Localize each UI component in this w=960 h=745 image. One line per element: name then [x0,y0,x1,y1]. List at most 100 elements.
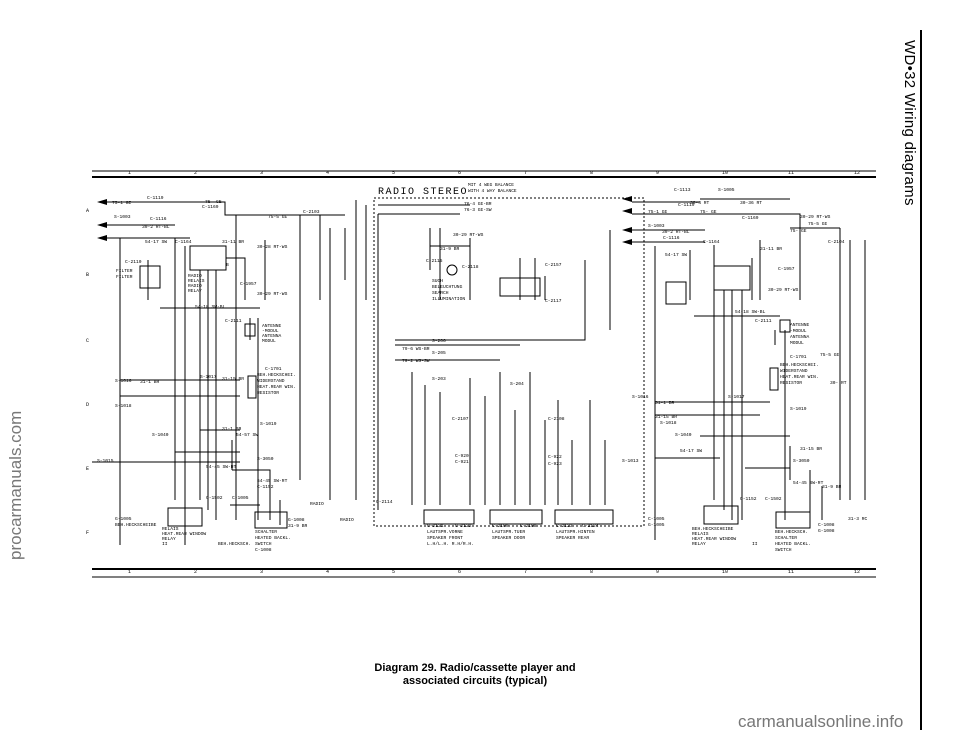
wire-label: SUCH [432,278,443,284]
grid-column-label: 4 [326,569,329,575]
speaker-door [489,509,543,525]
wire-label: HEATED BACKL. [255,535,291,541]
wire-label: S-1016 [632,394,649,400]
grid-column-label: 11 [788,170,794,176]
wire-label: SWITCH [775,547,792,553]
grid-column-label: 3 [260,569,263,575]
wire-label: C-2117 [545,298,562,304]
wire-label: C-2157 [545,262,562,268]
wire-label: S-1018 [660,420,677,426]
watermark-bottom: carmanualsonline.info [738,712,904,731]
grid-column-label: 4 [326,170,329,176]
wire-label: 54-18 SW-BL [195,304,226,310]
wire-label: C-2108 [520,523,537,529]
title-note-2: WITH 4 WAY BALANCE [468,188,517,194]
grid-column-label: 6 [458,170,461,176]
resistor-left [247,375,257,399]
wire-label: C-1164 [703,239,720,245]
grid-column-label: 1 [128,569,131,575]
wire-label: RELAIS [162,526,179,532]
wire-label: 30-29 RT-WS [800,214,831,220]
wire-label: RELAY [162,536,176,542]
wire-label: 75- GE [205,199,222,205]
wire-label: S-205 [432,350,446,356]
wire-label: SPEAKER FRONT [427,535,463,541]
wire-label: S-206 [432,338,446,344]
backlight-switch-right [775,511,811,529]
wire-label: 54-18 SW-BL [735,309,766,315]
grid-row-label: A [86,208,89,214]
wire-label: C-1119 [147,195,164,201]
wire-label: BEH.HECKSCHEI. [780,362,819,368]
wire-label: S-1018 [115,403,132,409]
wire-label: 31-15 BR [655,414,677,420]
wire-label: C-2124 [582,523,599,529]
wire-label: C-1008 [255,547,272,553]
wire-label: BEH.HECKSCH. [218,541,251,547]
wire-label: RELAIS [692,531,709,537]
wire-label: S-1003 [114,214,131,220]
wire-label: 31-1 BR [222,426,242,432]
grid-row-label: E [86,466,89,472]
wire-label: G-1005 [115,516,132,522]
wire-label: S-1017 [728,394,745,400]
wire-label: 79-6 WS-BR [402,346,430,352]
wire-label: 54-17 SW [145,239,167,245]
wire-label: C-1169 [742,215,759,221]
components [139,197,811,529]
grid-column-label: 2 [194,170,197,176]
grid-column-label: 12 [854,170,860,176]
wire-label: S-1019 [260,421,277,427]
wire-label: 54-17 SW [665,252,687,258]
search-lamp [446,264,458,276]
grid-column-label: 11 [788,569,794,575]
wire-label: 76-4 GE-BR [464,201,492,207]
antenna-module-right [779,319,791,333]
wire-label: RADIO [188,283,202,289]
wire-label: S-203 [432,376,446,382]
wire-label: C-1701 [265,366,282,372]
wire-label: -MODUL [790,328,807,334]
grid-column-label: 10 [722,569,728,575]
grid-column-label: 9 [656,170,659,176]
wire-label: G-1005 [648,522,665,528]
wire-label: C-2107 [452,416,469,422]
wire-label: LAUTSPR.TUER [492,529,525,535]
wire-label: WIDERSTAND [780,368,808,374]
wire-label: HEAT.REAR WINDOW [692,536,736,542]
wire-label: SWITCH [255,541,272,547]
wire-label: BEH.HECKSCHEI. [257,372,296,378]
grid-column-label: 8 [590,569,593,575]
grid-column-label: 10 [722,170,728,176]
wire-label: 31-3 RC [848,516,868,522]
grid-row-label: D [86,402,89,408]
wire-label: 31-1 BR [655,400,675,406]
wire-label: 31-9 BR [822,484,842,490]
wire-label: HEAT.REAR WIN. [780,374,819,380]
wire-label: S-204 [510,381,524,387]
wire-label: LAUTSPR.VORNE [427,529,463,535]
wire-label: 76-3 GE-SW [464,207,492,213]
wire-label: C-1005 [232,495,249,501]
wire-label: G-1008 [288,517,305,523]
wire-label: 31-11 BR [222,239,244,245]
backlight-switch-left [254,511,288,529]
wire-label: S-1019 [790,406,807,412]
wire-label: SPEAKER DOOR [492,535,525,541]
caption-line-1: Diagram 29. Radio/cassette player and [374,662,576,674]
grid-column-label: 6 [458,569,461,575]
wire-label: C-2111 [225,318,242,324]
wire-label: FILTER [116,268,133,274]
grid-row-label: F [86,530,89,536]
radio-relay-box-left [189,245,227,271]
figure-caption: Diagram 29. Radio/cassette player and as… [320,662,630,688]
wire-label: 54-45 SW-RT [206,464,237,470]
wire-label: RESISTOR [257,390,279,396]
wire-label: HEATED BACKL. [775,541,811,547]
wire [395,260,586,341]
wire-label: FILTER [116,274,133,280]
filter-box-left [139,265,161,289]
